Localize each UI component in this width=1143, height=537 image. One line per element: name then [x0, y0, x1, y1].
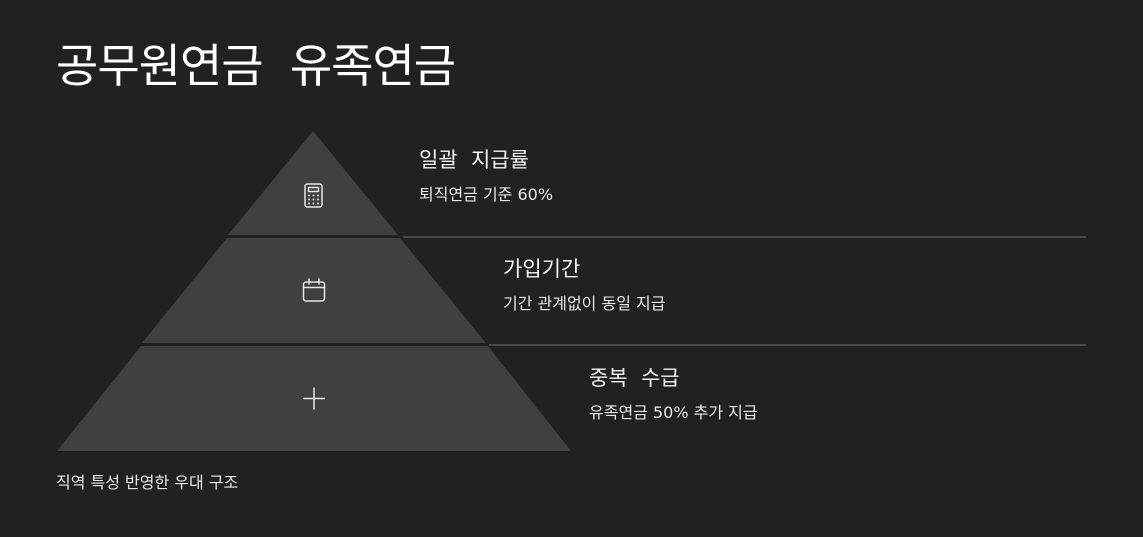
tier-2-text: 가입기간 기간 관계없이 동일 지급	[503, 255, 665, 315]
page-title: 공무원연금 유족연금	[56, 39, 456, 93]
tier-3-description: 유족연금 50% 추가 지급	[589, 403, 758, 422]
tier-2-description: 기간 관계없이 동일 지급	[503, 294, 666, 313]
calculator-icon	[304, 183, 323, 208]
tier-2-heading: 가입기간	[503, 257, 581, 281]
tier-1-description: 퇴직연금 기준 60%	[419, 185, 554, 204]
pyramid-tier-1	[228, 131, 398, 235]
tier-1-heading: 일괄 지급률	[419, 148, 529, 172]
plus-icon	[302, 387, 326, 410]
tier-3-heading: 중복 수급	[589, 366, 680, 390]
pyramid-tier-2	[142, 238, 486, 343]
footer-note: 직역 특성 반영한 우대 구조	[56, 473, 239, 492]
tier-1-text: 일괄 지급률 퇴직연금 기준 60%	[419, 146, 553, 206]
tier-3-text: 중복 수급 유족연금 50% 추가 지급	[589, 364, 758, 424]
calendar-icon	[302, 278, 326, 302]
